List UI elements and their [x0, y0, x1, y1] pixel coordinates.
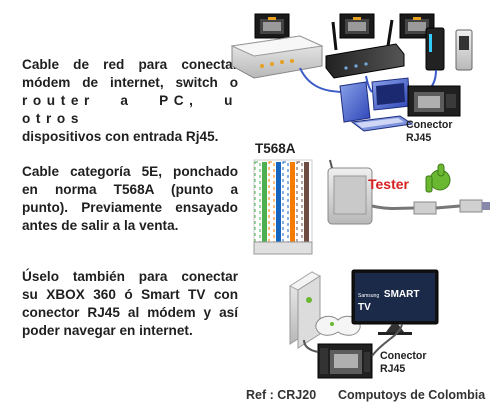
connector-label: Conector RJ45	[406, 119, 453, 145]
product-reference: Ref : CRJ20	[246, 388, 317, 402]
description-xbox-tv: Úselo también para conectar su XBOX 360 …	[22, 268, 238, 340]
brand-name: Computoys de Colombia	[338, 388, 486, 402]
text-line: dispositivos con entrada Rj45.	[22, 129, 219, 144]
t568a-title: T568A	[255, 141, 296, 156]
smart-tv-brand: Samsung SMART TV	[358, 289, 434, 314]
rj45-connector-photo	[407, 85, 461, 117]
connector-label-line: RJ45	[380, 363, 406, 375]
smart-tv-text: SMART TV	[358, 289, 420, 313]
text-line: router a PC, u otros	[22, 93, 238, 126]
text-line: antes de salir a la venta.	[22, 218, 179, 233]
tester-label: Tester	[368, 176, 409, 192]
text-line: Cable categoría 5E, ponchado	[22, 164, 238, 179]
switch-device	[230, 35, 324, 79]
text-line: punto). Previamente ensayado	[22, 200, 238, 215]
router-device	[325, 19, 405, 79]
connector-label-line: Conector	[380, 350, 427, 362]
text-line: en norma T568A (punto a	[22, 182, 238, 197]
text-line: poder navegar en internet.	[22, 323, 193, 338]
connector-label-line: Conector	[406, 119, 453, 131]
thumbs-up-icon	[425, 163, 451, 193]
text-line: módem de internet, switch o	[22, 75, 238, 90]
text-line: Úselo también para conectar	[22, 269, 238, 284]
text-line: Cable de red para conectar	[22, 57, 238, 72]
connector-label: Conector RJ45	[380, 350, 427, 376]
pc-computer	[339, 77, 414, 132]
xbox-360-console	[288, 271, 361, 349]
text-line: su XBOX 360 ó Smart TV con	[22, 287, 238, 302]
connector-label-line: RJ45	[406, 132, 432, 144]
cable-tester-device	[327, 159, 490, 225]
modem-device	[425, 27, 473, 71]
description-cat5e: Cable categoría 5E, ponchado en norma T5…	[22, 163, 238, 235]
port-icon	[254, 13, 290, 39]
samsung-logo: Samsung	[358, 293, 380, 299]
port-icon	[339, 13, 375, 39]
t568a-wiring-diagram	[253, 159, 313, 255]
text-line: conector RJ45 al módem y así	[22, 305, 238, 320]
description-network-cable: Cable de red para conectar módem de inte…	[22, 56, 238, 146]
port-icon	[399, 13, 435, 39]
